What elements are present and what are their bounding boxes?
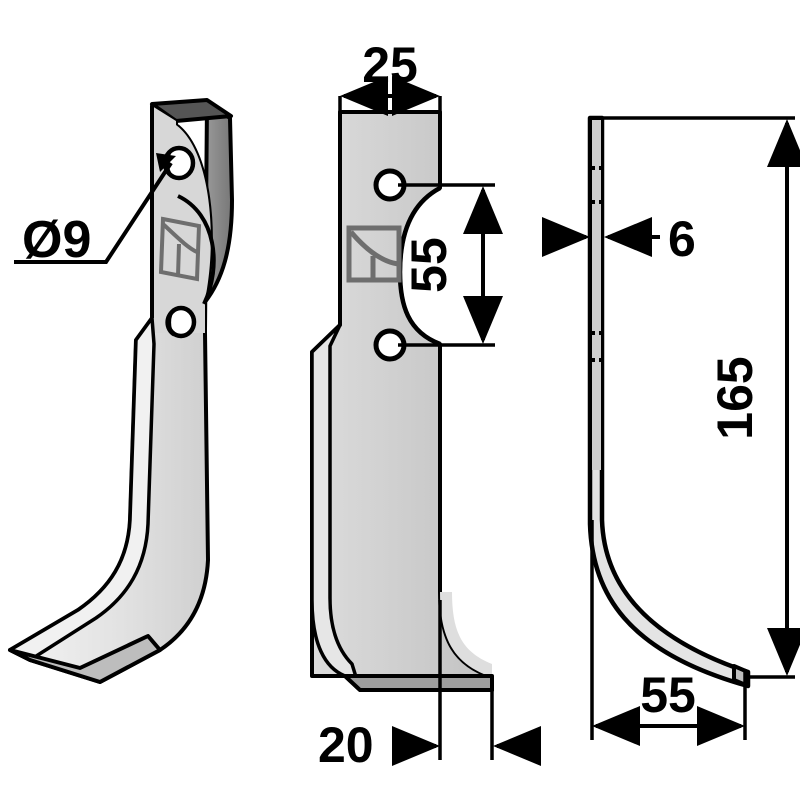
foot-length-label: 55 — [640, 667, 696, 723]
iso-blade-foot-face — [8, 634, 162, 684]
hole-diameter-leader — [14, 153, 176, 264]
dimension-material-thickness: 6 — [542, 211, 696, 267]
front-blade-inner-face — [440, 592, 492, 677]
dimension-overall-height: 165 — [596, 116, 800, 679]
dimension-blade-width: 25 — [338, 37, 442, 116]
hole-spacing-label: 55 — [401, 237, 457, 293]
hole-diameter-label: Ø9 — [22, 211, 91, 269]
iso-manufacturer-emblem — [158, 216, 202, 282]
overall-height-label: 165 — [707, 356, 763, 439]
front-view: 25 55 20 — [310, 37, 541, 773]
front-body-outline — [310, 110, 494, 692]
isometric-view: Ø9 — [8, 98, 234, 684]
dimension-foot-length: 55 — [590, 520, 747, 746]
foot-offset-label: 20 — [318, 717, 374, 773]
blade-width-label: 25 — [362, 37, 418, 93]
material-thickness-label: 6 — [668, 211, 696, 267]
iso-mounting-hole-lower — [165, 305, 197, 339]
side-profile-break-marks — [590, 166, 602, 362]
dimension-foot-offset: 20 — [318, 600, 541, 773]
front-manufacturer-emblem — [346, 225, 402, 283]
front-foot-band — [343, 674, 494, 692]
dimension-hole-spacing: 55 — [398, 183, 503, 347]
iso-concave-cutout — [177, 194, 216, 305]
side-view: 6 165 55 — [542, 115, 800, 746]
side-shank-highlight — [592, 120, 601, 470]
